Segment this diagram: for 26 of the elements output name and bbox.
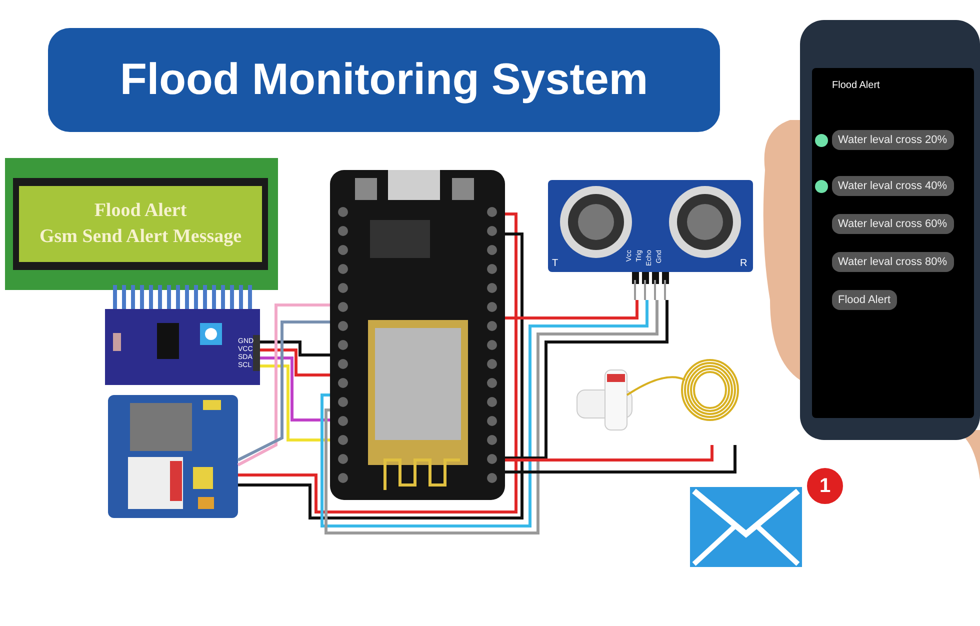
smartphone — [800, 20, 980, 440]
pin-label: R — [740, 258, 748, 270]
message-bubble: Water leval cross 40% — [832, 176, 954, 196]
wire — [505, 300, 668, 460]
gsm-module-drawing — [108, 395, 238, 518]
wire — [505, 300, 638, 320]
ultrasonic-sensor-drawing — [548, 180, 753, 300]
wire — [260, 340, 330, 356]
lcd-adapter-board-drawing — [105, 285, 260, 385]
microcontroller-board-drawing — [330, 170, 505, 500]
message-bubble: Water leval cross 60% — [832, 214, 954, 234]
wire — [260, 356, 330, 422]
message-bubble: Flood Alert — [832, 290, 897, 310]
notification-badge: 1 — [805, 466, 845, 506]
title-banner: Flood Monitoring System — [48, 28, 720, 132]
lcd-text: Flood Alert — [94, 199, 187, 223]
pin-label: T — [552, 258, 558, 270]
chat-header: Flood Alert — [832, 80, 880, 91]
lcd-text: Gsm Send Alert Message — [39, 225, 242, 249]
wire — [260, 348, 330, 376]
message-bubble: Water leval cross 20% — [832, 130, 954, 150]
lcd-display — [5, 158, 278, 290]
wire — [260, 364, 330, 442]
message-bubble: Water leval cross 80% — [832, 252, 954, 272]
wire — [505, 445, 714, 462]
wire — [505, 445, 736, 474]
